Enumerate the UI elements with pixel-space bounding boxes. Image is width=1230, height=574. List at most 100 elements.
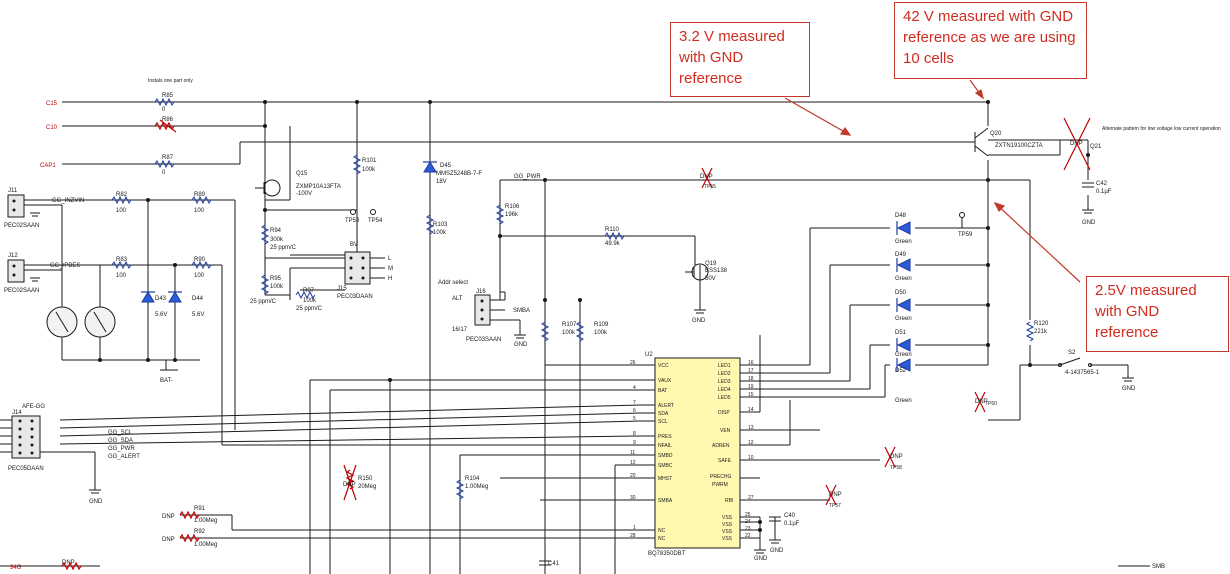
- ic-pinnum: 28: [630, 533, 636, 539]
- ic-pin-pwrm: PWRM: [712, 482, 728, 488]
- label-bv: BV: [350, 242, 358, 248]
- value-r106: 196k: [505, 212, 519, 218]
- ic-pinnum: 27: [748, 495, 754, 501]
- ic-pinnum: 8: [633, 431, 636, 437]
- ic-pin-safe: SAFE: [718, 458, 732, 464]
- note-top: Instals one part only: [148, 78, 193, 84]
- label-c41: C41: [548, 561, 560, 567]
- label-tp58: TP58: [890, 465, 902, 471]
- label-d43: D43: [155, 296, 167, 302]
- label-r107: R107: [562, 322, 577, 328]
- label-r109: R109: [594, 322, 609, 328]
- label-q20: Q20: [990, 131, 1002, 137]
- label-d52: D52: [895, 368, 907, 374]
- ic-pin-led4: LED4: [718, 387, 731, 393]
- label-r120: R120: [1034, 321, 1049, 327]
- net-gg-sda: GG_SDA: [108, 438, 133, 444]
- label-r103: R103: [433, 222, 448, 228]
- ic-pin-vcc: VCC: [658, 363, 669, 369]
- value-r104: 1.00Meg: [465, 484, 488, 490]
- ic-pin-led1: LED1: [718, 363, 731, 369]
- label-j15: J15: [337, 286, 347, 292]
- annotation-2v5: 2.5V measured with GND reference: [1086, 276, 1229, 352]
- label-r92: R92: [194, 529, 206, 535]
- value-r94: 300k: [270, 237, 284, 243]
- label-c40: C40: [784, 513, 796, 519]
- label-r82: R82: [116, 192, 128, 198]
- label-j11: J11: [8, 188, 18, 194]
- annotation-3v2: 3.2 V measured with GND reference: [670, 22, 810, 97]
- rating-d45: 18V: [436, 179, 447, 185]
- ic-pinnum: 5: [633, 416, 636, 422]
- gnd-c40: GND: [770, 548, 784, 554]
- label-afe: AFE-GG: [22, 404, 45, 410]
- net-smba: SMBA: [513, 308, 530, 314]
- label-m: M: [388, 266, 393, 272]
- value-r110: 49.9k: [605, 241, 621, 247]
- ic-pin-ven: VEN: [720, 428, 731, 434]
- label-c42: C42: [1096, 181, 1108, 187]
- label-r89: R89: [194, 192, 206, 198]
- label-d44: D44: [192, 296, 204, 302]
- value-r82: 100: [116, 208, 127, 214]
- ic-pinnum: 16: [748, 360, 754, 366]
- ic-pin-smbd: SMBD: [658, 453, 673, 459]
- net-gg-alert: GG_ALERT: [108, 454, 140, 460]
- ic-pin-bat: BAT: [658, 388, 667, 394]
- ic-pinnum: 9: [633, 440, 636, 446]
- gnd-j14: GND: [89, 499, 103, 505]
- label-d45: D45: [440, 163, 452, 169]
- net-cap1: CAP1: [40, 163, 56, 169]
- ic-pin-led5: LED5: [718, 395, 731, 401]
- net-gg-pwr2: GG_PWR: [108, 446, 135, 452]
- value-r91: 1.00Meg: [194, 518, 217, 524]
- ic-pin-vss: VSS: [722, 536, 733, 542]
- label-r106: R106: [505, 204, 520, 210]
- ic-pin-adren: ADREN: [712, 443, 730, 449]
- value-r109: 100k: [594, 330, 608, 336]
- ic-pin-vaux: VAUX: [658, 378, 672, 384]
- label-r110: R110: [605, 227, 620, 233]
- ic-pin-led2: LED2: [718, 371, 731, 377]
- value-j12: PEC02SAAN: [4, 288, 39, 294]
- ic-pinnum: 1: [633, 525, 636, 531]
- ic-pin-nc1: NC: [658, 528, 666, 534]
- ic-pin-nfail: NFAIL: [658, 443, 672, 449]
- note-addr: Addr select: [438, 280, 468, 286]
- label-dnp-tp55: DNP: [700, 174, 713, 180]
- value-d49: Green: [895, 276, 912, 282]
- value-j14: PEC05DAAN: [8, 466, 44, 472]
- net-gg-pwr: GG_PWR: [514, 174, 541, 180]
- ic-pin-vss: VSS: [722, 515, 733, 521]
- ic-pinnum: 18: [748, 376, 754, 382]
- ic-pin-mhst: MHST: [658, 476, 672, 482]
- ic-pinnum: 20: [630, 473, 636, 479]
- ic-pinnum: 7: [633, 400, 636, 406]
- value-d52: Green: [895, 398, 912, 404]
- ic-pin-alert: ALERT: [658, 403, 674, 409]
- tol-r95: 25 ppm/C: [250, 299, 277, 305]
- ic-pin-vss: VSS: [722, 522, 733, 528]
- label-r91: R91: [194, 506, 206, 512]
- label-d50: D50: [895, 290, 907, 296]
- net-34g: 34G: [10, 565, 22, 571]
- label-r86: R86: [162, 117, 174, 123]
- label-q15: Q15: [296, 171, 308, 177]
- ic-pin-disp: DISP: [718, 410, 730, 416]
- ic-pinnum: 17: [748, 368, 754, 374]
- value-s2: 4-1437565-1: [1065, 370, 1100, 376]
- label-dnp-tp58: DNP: [890, 454, 903, 460]
- ic-pinnum: 25: [745, 512, 751, 518]
- net-c10: C10: [46, 125, 58, 131]
- label-j14: J14: [12, 410, 22, 416]
- tol-r97: 25 ppm/C: [296, 306, 323, 312]
- value-r85: 0: [162, 107, 166, 113]
- ic-pin-smba: SMBA: [658, 498, 673, 504]
- label-d49: D49: [895, 252, 907, 258]
- net-gg-scl: GG_SCL: [108, 430, 133, 436]
- label-dnp-q21: DNP: [1070, 141, 1083, 147]
- value-q19: BSS138: [705, 268, 728, 274]
- label-d48: D48: [895, 213, 907, 219]
- value-r83: 100: [116, 273, 127, 279]
- label-alt: ALT: [452, 296, 463, 302]
